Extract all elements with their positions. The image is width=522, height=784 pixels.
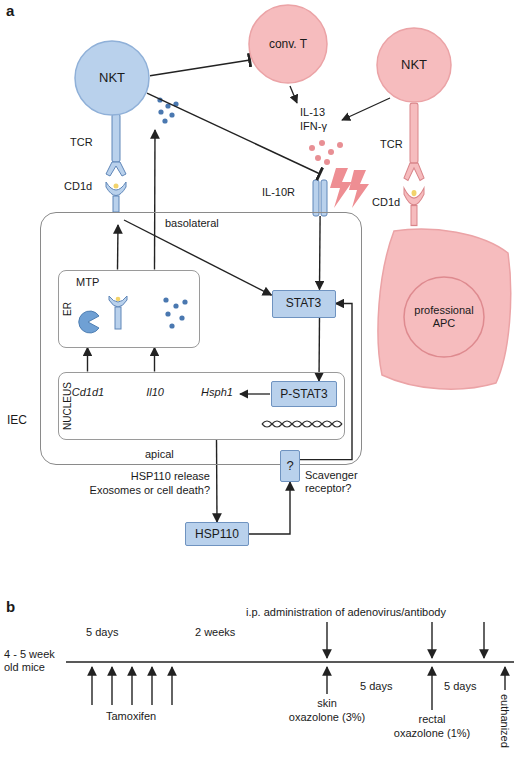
receptor-label: TCR bbox=[70, 136, 93, 149]
receptor-label: CD1d bbox=[64, 180, 92, 193]
protein-label: MTP bbox=[76, 276, 99, 289]
timeline-label: 4 - 5 week old mice bbox=[4, 648, 62, 674]
duration-label: 2 weeks bbox=[195, 626, 235, 639]
receptor-box: ?Scavenger receptor? bbox=[280, 450, 300, 482]
gene-label: Cd1d1 bbox=[68, 386, 108, 399]
node-note: Scavenger receptor? bbox=[305, 469, 367, 495]
arrow-connector bbox=[216, 440, 218, 523]
node-label: P-STAT3 bbox=[280, 387, 328, 401]
duration-label: 5 days bbox=[444, 680, 476, 693]
arrow-connector bbox=[124, 220, 272, 295]
gene-label: Il10 bbox=[140, 386, 170, 399]
arrow-connector bbox=[117, 225, 119, 270]
node-label: STAT3 bbox=[286, 296, 322, 310]
gene-label: Hsph1 bbox=[198, 386, 236, 399]
arrow-connector bbox=[249, 482, 290, 534]
protein-box: HSP110 bbox=[185, 522, 249, 546]
node-label: IEC bbox=[7, 413, 27, 427]
node-label: NUCLEUS bbox=[62, 382, 74, 430]
panel-letter: b bbox=[6, 598, 15, 616]
node-label: HSP110 bbox=[195, 527, 239, 541]
timeline-label: rectal bbox=[402, 713, 462, 726]
duration-label: 5 days bbox=[360, 680, 392, 693]
node-label: conv. T bbox=[269, 37, 307, 51]
timeline-label: oxazolone (1%) bbox=[387, 727, 477, 740]
node-label: professional APC bbox=[404, 297, 484, 337]
nkt-cell: NKT bbox=[376, 27, 452, 103]
panel-letter: a bbox=[6, 2, 14, 20]
receptor-label: IL-10R bbox=[262, 186, 295, 199]
arrow-connector bbox=[319, 216, 321, 290]
nucleus-compartment: NUCLEUS P-STAT3 bbox=[58, 372, 345, 440]
nkt-cell: NKT bbox=[74, 40, 150, 116]
apc-cell: professional APC bbox=[372, 225, 515, 395]
receptor-label: TCR bbox=[380, 138, 403, 151]
arrow-connector bbox=[154, 348, 155, 372]
arrow-connector bbox=[87, 348, 88, 372]
timeline-label: Tamoxifen bbox=[106, 710, 156, 723]
timeline-label: skin bbox=[297, 697, 357, 710]
node-label: NKT bbox=[99, 70, 125, 86]
t-cell: conv. T bbox=[248, 4, 328, 84]
inhibition-arrow bbox=[150, 60, 250, 76]
timeline-label: oxazolone (3%) bbox=[282, 711, 372, 724]
duration-label: 5 days bbox=[86, 626, 118, 639]
iec-cell: IECERSTAT3NUCLEUSP-STAT3 bbox=[40, 212, 362, 465]
note-label: Exosomes or cell death? bbox=[50, 484, 210, 497]
node-label: ER bbox=[62, 302, 74, 316]
side-label: basolateral bbox=[165, 217, 219, 230]
timeline-label: euthanized bbox=[498, 694, 511, 748]
node-label: ? bbox=[286, 458, 293, 474]
timeline-label: i.p. administration of adenovirus/antibo… bbox=[246, 606, 446, 619]
protein-box: STAT3 bbox=[272, 290, 336, 318]
inhibition-arrow bbox=[147, 93, 320, 174]
node-label: NKT bbox=[401, 57, 427, 73]
receptor-label: CD1d bbox=[372, 196, 400, 209]
side-label: apical bbox=[145, 448, 174, 461]
cytokine-label: IFN-γ bbox=[300, 120, 327, 133]
arrow-connector bbox=[154, 130, 156, 270]
protein-box: P-STAT3 bbox=[271, 381, 337, 407]
cytokine-label: IL-13 bbox=[300, 106, 325, 119]
note-label: HSP110 release bbox=[50, 470, 210, 483]
